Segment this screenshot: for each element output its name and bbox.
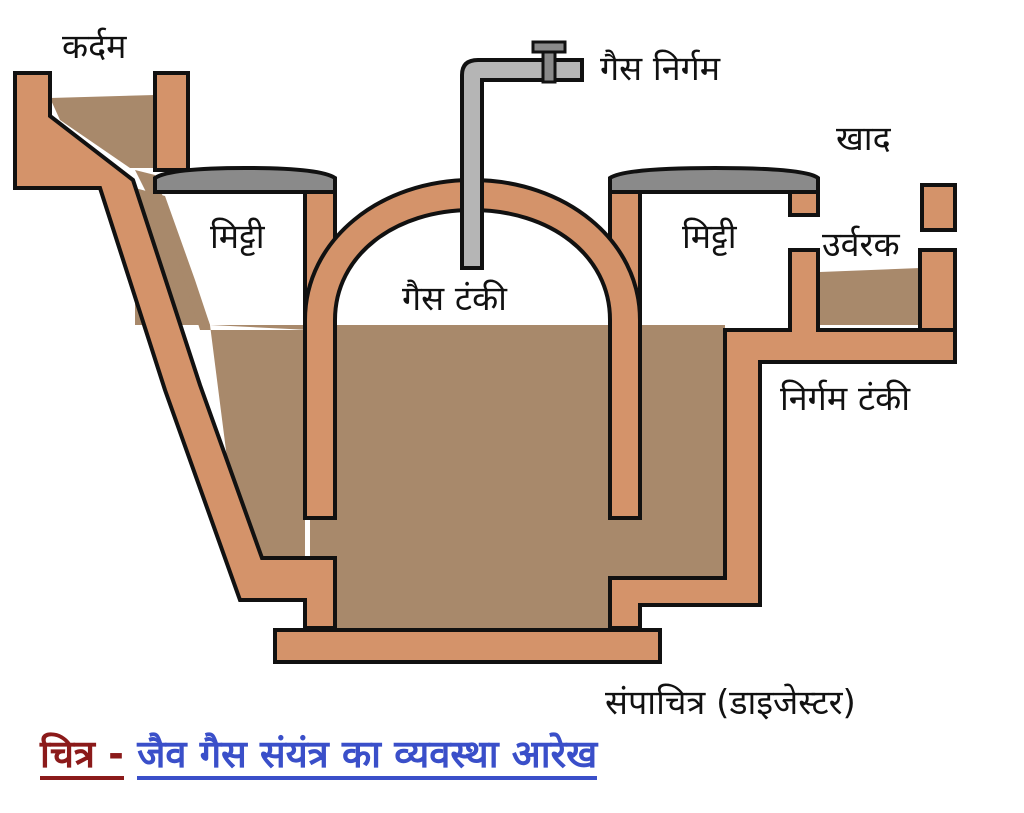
outlet-tank-wall [608, 248, 957, 630]
label-soil-right: मिट्टी [682, 217, 737, 257]
left-lid [153, 165, 337, 194]
gas-valve-handle [531, 40, 567, 54]
inlet-channel-slurry [135, 170, 305, 600]
caption-text: जैव गैस संयंत्र का व्यवस्था आरेख [137, 732, 598, 780]
manure-pit-right-wall [918, 248, 957, 332]
manure-pit-top-block [920, 183, 957, 232]
right-lid [608, 165, 820, 194]
label-gas-tank: गैस टंकी [402, 279, 507, 319]
figure-caption: चित्र - जैव गैस संयंत्र का व्यवस्था आरेख [40, 732, 598, 780]
label-digester: संपाचित्र (डाइजेस्टर) [605, 683, 856, 723]
label-outlet-tank: निर्गम टंकी [780, 379, 911, 419]
caption-prefix: चित्र - [40, 732, 124, 780]
inlet-slurry [50, 95, 155, 168]
label-manure: खाद [836, 119, 891, 159]
label-inlet: कर्दम [62, 27, 127, 67]
label-gas-outlet: गैस निर्गम [600, 49, 721, 89]
outlet-small-block [788, 190, 820, 217]
inlet-right-wall [153, 71, 190, 172]
manure-slurry [820, 268, 920, 325]
gas-dome-arch [303, 177, 642, 520]
label-fertilizer: उर्वरक [822, 225, 900, 265]
base-slab [273, 628, 662, 664]
label-soil-left: मिट्टी [210, 217, 265, 257]
